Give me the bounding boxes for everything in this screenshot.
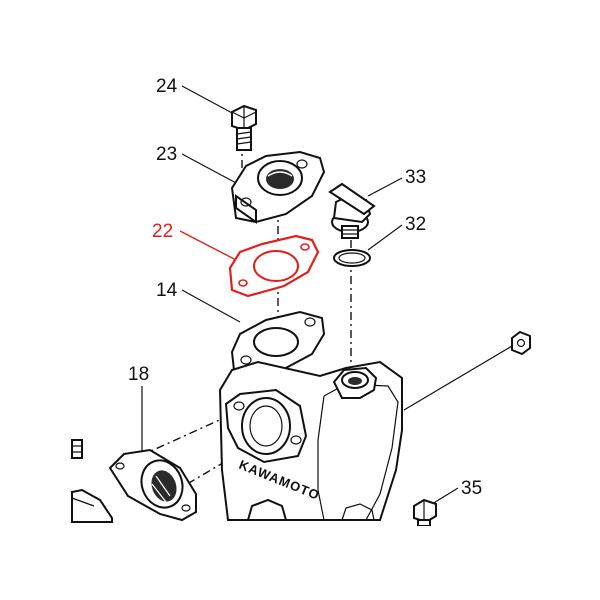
nut-right[interactable] <box>403 330 531 411</box>
callout-24[interactable]: 24 <box>156 76 178 97</box>
flange-23[interactable] <box>230 150 326 224</box>
callout-22[interactable]: 22 <box>152 221 173 242</box>
flange-18[interactable] <box>108 448 197 522</box>
callout-14[interactable]: 14 <box>156 280 178 301</box>
callout-32[interactable]: 32 <box>405 214 426 235</box>
leader-lines <box>141 85 459 505</box>
left-pipe-fittings <box>71 439 113 523</box>
bolt-24[interactable] <box>231 104 257 151</box>
pump-casing-14[interactable]: KAWAMOTO <box>218 310 403 521</box>
oring-32[interactable] <box>333 249 371 267</box>
callout-23[interactable]: 23 <box>156 144 177 165</box>
plug-33[interactable] <box>328 182 376 239</box>
callout-33[interactable]: 33 <box>405 167 426 188</box>
gasket-22[interactable] <box>228 234 320 298</box>
callout-18[interactable]: 18 <box>128 364 149 385</box>
bolt-35[interactable] <box>413 498 437 527</box>
callout-35[interactable]: 35 <box>461 478 482 499</box>
crop-mask <box>0 526 600 600</box>
